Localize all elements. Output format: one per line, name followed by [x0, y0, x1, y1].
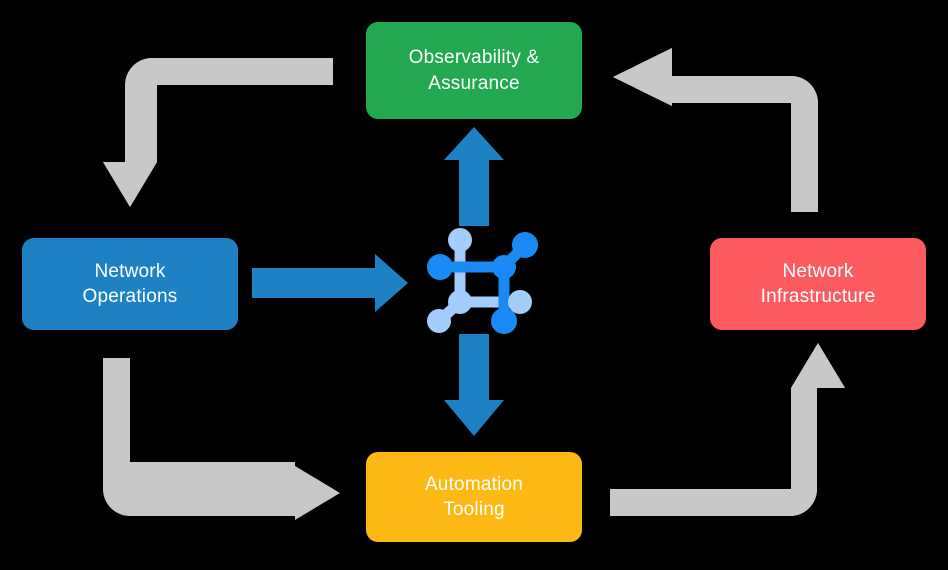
connector-ops-to-center — [252, 254, 408, 312]
node-label-network-operations: Network Operations — [82, 260, 178, 307]
node-label-observability: Observability & Assurance — [408, 47, 540, 94]
connector-infrastructure-to-observability — [613, 48, 818, 212]
node-label-network-infrastructure: Network Infrastructure — [760, 260, 876, 307]
node-label-automation-tooling: Automation Tooling — [424, 473, 524, 520]
connector-observability-to-ops — [103, 58, 333, 207]
connector-ops-to-automation — [103, 358, 340, 520]
node-network-infrastructure[interactable]: Network Infrastructure — [710, 238, 926, 330]
network-topology-icon — [427, 228, 538, 334]
node-automation-tooling[interactable]: Automation Tooling — [366, 452, 582, 542]
connector-center-to-automation — [444, 334, 504, 436]
connector-automation-to-infrastructure — [610, 343, 845, 516]
node-network-operations[interactable]: Network Operations — [22, 238, 238, 330]
connector-center-to-observability — [444, 127, 504, 226]
node-observability-assurance[interactable]: Observability & Assurance — [366, 22, 582, 119]
